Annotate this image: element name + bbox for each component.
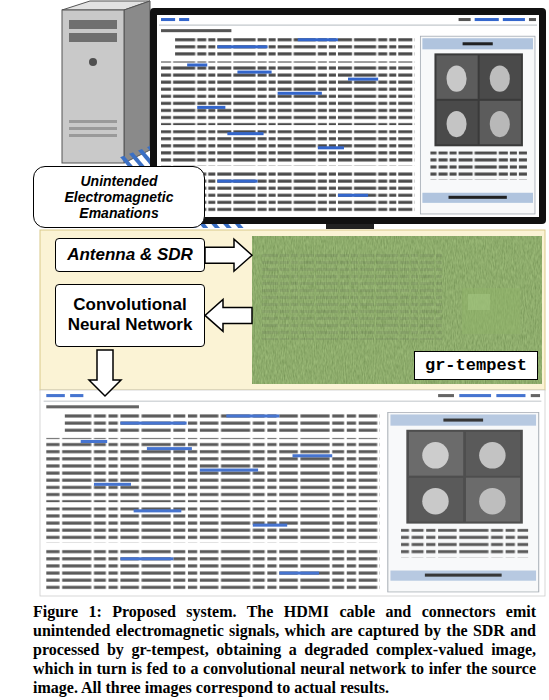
monitor xyxy=(150,8,546,229)
box-text: Unintended Electromagnetic Emanations xyxy=(40,173,198,221)
degraded-image xyxy=(252,236,542,384)
reconstructed-image xyxy=(40,390,545,596)
computer-tower xyxy=(62,1,150,163)
block-arrow xyxy=(205,239,252,271)
image-label: gr-tempest xyxy=(414,351,538,380)
box-text: Convolutional Neural Network xyxy=(66,295,194,336)
cnn-box: Convolutional Neural Network xyxy=(55,284,205,347)
degraded-image-node: gr-tempest xyxy=(252,236,542,384)
sdr-box: Antenna & SDR xyxy=(55,238,205,272)
figure-caption: Figure 1: Proposed system. The HDMI cabl… xyxy=(33,602,536,697)
block-arrow xyxy=(205,299,252,331)
caption-text: Figure 1: Proposed system. The HDMI cabl… xyxy=(33,603,536,696)
processing-panel xyxy=(40,230,545,390)
emanation-box: Unintended Electromagnetic Emanations xyxy=(33,166,205,228)
output-arrow xyxy=(89,350,121,396)
box-text: Antenna & SDR xyxy=(62,245,198,265)
